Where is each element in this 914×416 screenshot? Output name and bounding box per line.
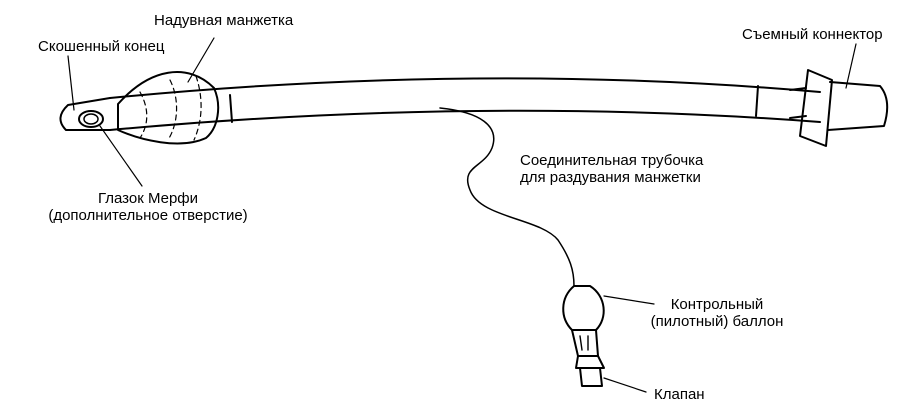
inflation-tube [439,107,575,287]
label-bevel-tip: Скошенный конец [38,38,165,55]
label-murphy-eye: Глазок Мерфи (дополнительное отверстие) [35,190,261,224]
label-pilot-balloon: Контрольный (пилотный) баллон [644,296,790,330]
inflatable-cuff [117,71,220,145]
label-pilot-balloon-line-2: (пилотный) баллон [650,313,784,330]
label-inflation-tube-line-2: для раздувания манжетки [520,169,701,186]
leader-lines [67,37,857,393]
removable-connector [789,69,889,147]
pilot-balloon [562,285,605,357]
valve [575,355,605,387]
label-murphy-eye-line-1: Глазок Мерфи [97,190,199,207]
murphy-eye [78,110,104,128]
label-inflation-tube-line-1: Соединительная трубочка [520,152,704,169]
label-murphy-eye-line-2: (дополнительное отверстие) [48,207,248,224]
label-pilot-balloon-line-1: Контрольный [670,296,764,313]
label-valve: Клапан [654,386,705,403]
label-inflation-tube: Соединительная трубочка для раздувания м… [520,152,703,186]
label-inflatable-cuff: Надувная манжетка [154,12,294,29]
label-removable-connector: Съемный коннектор [742,26,883,43]
bevel-tip [59,97,111,131]
